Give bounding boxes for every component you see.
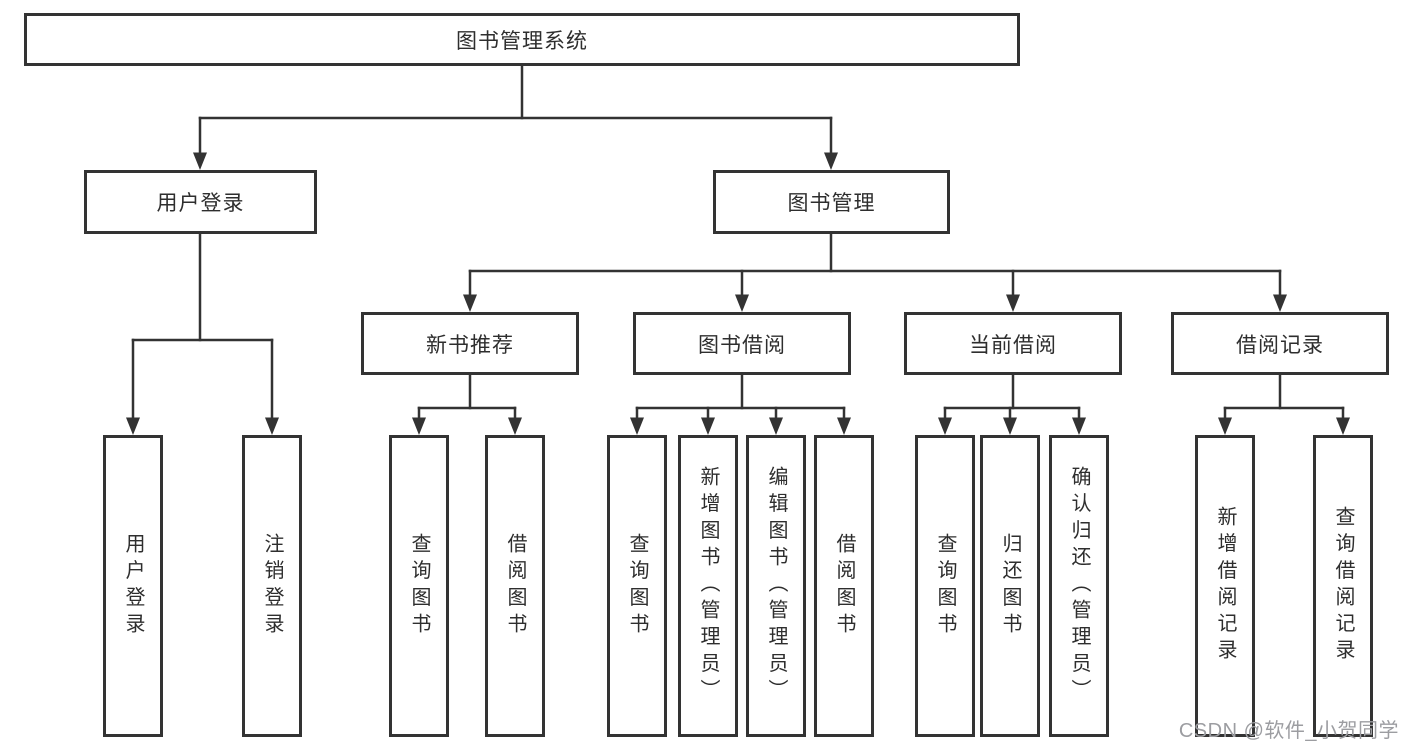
connector-root-to-level2 (193, 66, 838, 170)
leaf-query-book-rec: 查询图书 (389, 435, 449, 737)
node-book-mgmt-label: 图书管理 (787, 192, 876, 215)
connector-user-login-to-leaves (126, 234, 279, 435)
arrow-down-icon (701, 417, 715, 435)
node-current-borrow: 当前借阅 (904, 312, 1122, 375)
arrow-down-icon (1006, 294, 1020, 312)
leaf-query-book-current: 查询图书 (915, 435, 975, 737)
leaf-add-borrow-record-label: 新增借阅记录 (1214, 506, 1236, 666)
leaf-add-book-admin: 新增图书（管理员） (678, 435, 738, 737)
node-root: 图书管理系统 (24, 13, 1020, 66)
leaf-logout-label: 注销登录 (261, 532, 283, 640)
leaf-edit-book-admin: 编辑图书（管理员） (746, 435, 806, 737)
leaf-user-login-label: 用户登录 (122, 532, 144, 640)
connector-current-borrow-to-leaves (938, 375, 1086, 435)
node-root-label: 图书管理系统 (456, 29, 588, 53)
leaf-borrow-book: 借阅图书 (814, 435, 874, 737)
node-borrow-record: 借阅记录 (1171, 312, 1389, 375)
leaf-confirm-return-admin: 确认归还（管理员） (1049, 435, 1109, 737)
arrow-down-icon (463, 294, 477, 312)
leaf-query-borrow-record: 查询借阅记录 (1313, 435, 1373, 737)
leaf-logout: 注销登录 (242, 435, 302, 737)
node-new-book-rec-label: 新书推荐 (426, 333, 514, 357)
node-user-login-label: 用户登录 (156, 192, 245, 215)
arrow-down-icon (735, 294, 749, 312)
arrow-down-icon (412, 417, 426, 435)
leaf-query-book-current-label: 查询图书 (934, 532, 956, 640)
leaf-return-book: 归还图书 (980, 435, 1040, 737)
node-book-borrow-label: 图书借阅 (698, 333, 786, 357)
arrow-down-icon (1218, 417, 1232, 435)
leaf-query-book-borrow-label: 查询图书 (626, 532, 648, 640)
leaf-confirm-return-admin-label: 确认归还（管理员） (1068, 466, 1090, 706)
leaf-add-book-admin-label: 新增图书（管理员） (697, 466, 719, 706)
node-new-book-rec: 新书推荐 (361, 312, 579, 375)
arrow-down-icon (508, 417, 522, 435)
arrow-down-icon (769, 417, 783, 435)
arrow-down-icon (1003, 417, 1017, 435)
leaf-borrow-book-label: 借阅图书 (833, 532, 855, 640)
leaf-borrow-book-rec-label: 借阅图书 (504, 532, 526, 640)
arrow-down-icon (824, 152, 838, 170)
arrow-down-icon (1336, 417, 1350, 435)
node-user-login: 用户登录 (84, 170, 317, 234)
connector-new-book-rec-to-leaves (412, 375, 522, 435)
leaf-return-book-label: 归还图书 (999, 532, 1021, 640)
arrow-down-icon (126, 417, 140, 435)
connector-borrow-record-to-leaves (1218, 375, 1350, 435)
node-book-mgmt: 图书管理 (713, 170, 950, 234)
node-borrow-record-label: 借阅记录 (1236, 333, 1324, 357)
node-book-borrow: 图书借阅 (633, 312, 851, 375)
arrow-down-icon (630, 417, 644, 435)
arrow-down-icon (265, 417, 279, 435)
leaf-user-login: 用户登录 (103, 435, 163, 737)
leaf-add-borrow-record: 新增借阅记录 (1195, 435, 1255, 737)
connector-book-borrow-to-leaves (630, 375, 851, 435)
node-current-borrow-label: 当前借阅 (969, 333, 1057, 357)
leaf-query-borrow-record-label: 查询借阅记录 (1332, 506, 1354, 666)
leaf-query-book-borrow: 查询图书 (607, 435, 667, 737)
arrow-down-icon (837, 417, 851, 435)
arrow-down-icon (193, 152, 207, 170)
leaf-query-book-rec-label: 查询图书 (408, 532, 430, 640)
connector-book-mgmt-to-level3 (463, 234, 1287, 312)
arrow-down-icon (1072, 417, 1086, 435)
arrow-down-icon (938, 417, 952, 435)
leaf-borrow-book-rec: 借阅图书 (485, 435, 545, 737)
csdn-watermark: CSDN @软件_小贺同学 (1178, 720, 1399, 742)
arrow-down-icon (1273, 294, 1287, 312)
leaf-edit-book-admin-label: 编辑图书（管理员） (765, 466, 787, 706)
